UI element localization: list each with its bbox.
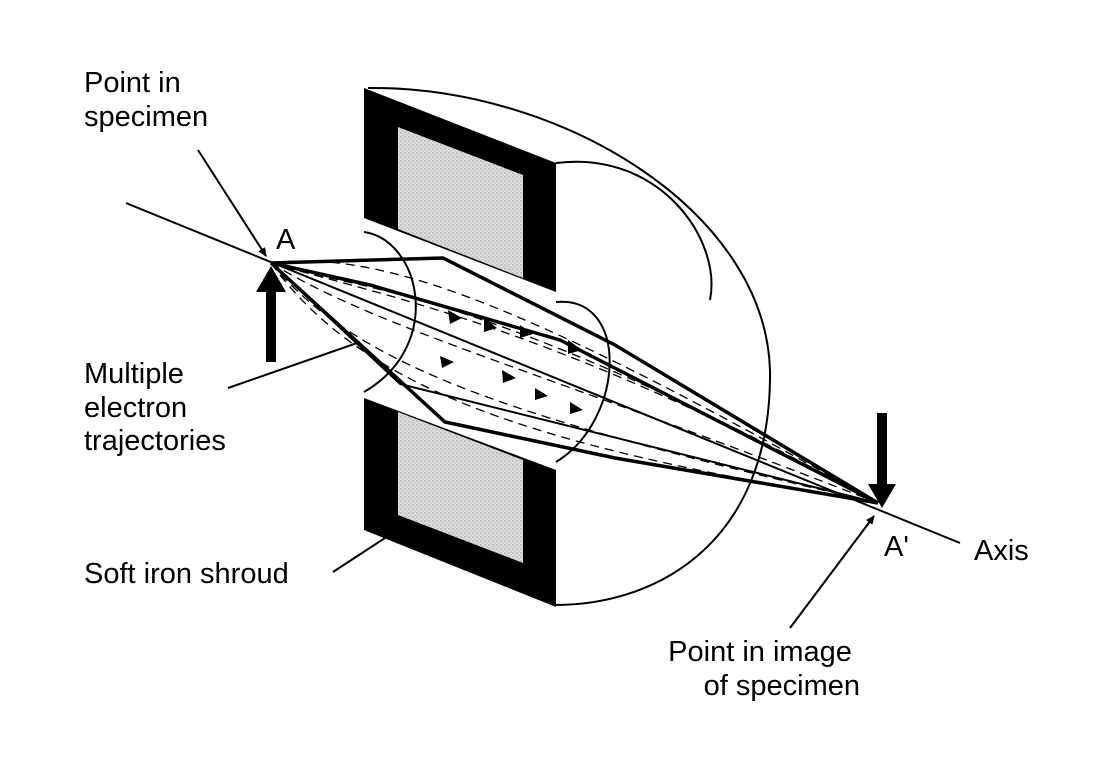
- leader-point-in-specimen: [197, 149, 267, 257]
- upper-pole-piece: [364, 88, 556, 292]
- label-multiple-trajectories: Multiple electron trajectories: [84, 358, 226, 457]
- label-axis: Axis: [974, 535, 1029, 567]
- object-arrow: [256, 266, 286, 362]
- leader-multiple-trajectories: [227, 341, 361, 389]
- upper-coil: [398, 127, 523, 278]
- leader-soft-iron-shroud: [332, 537, 386, 573]
- shroud-inner-curve: [555, 160, 713, 301]
- optical-axis: [125, 202, 961, 544]
- bore-curve-front: [363, 231, 417, 393]
- shroud-back-curve: [367, 86, 772, 606]
- label-point-in-image: Point in image of specimen: [668, 636, 860, 702]
- leader-point-in-image: [789, 515, 875, 629]
- label-soft-iron-shroud: Soft iron shroud: [84, 558, 289, 590]
- lower-coil: [398, 412, 523, 563]
- electron-trajectories: [270, 260, 879, 504]
- trajectory-arrowheads: [440, 310, 583, 414]
- image-arrow: [868, 413, 896, 508]
- label-point-a: A: [276, 224, 296, 256]
- label-point-a-prime: A': [884, 531, 909, 563]
- label-point-in-specimen: Point in specimen: [84, 67, 208, 133]
- trajectory-envelope: [269, 256, 879, 505]
- lower-pole-piece: [364, 398, 556, 607]
